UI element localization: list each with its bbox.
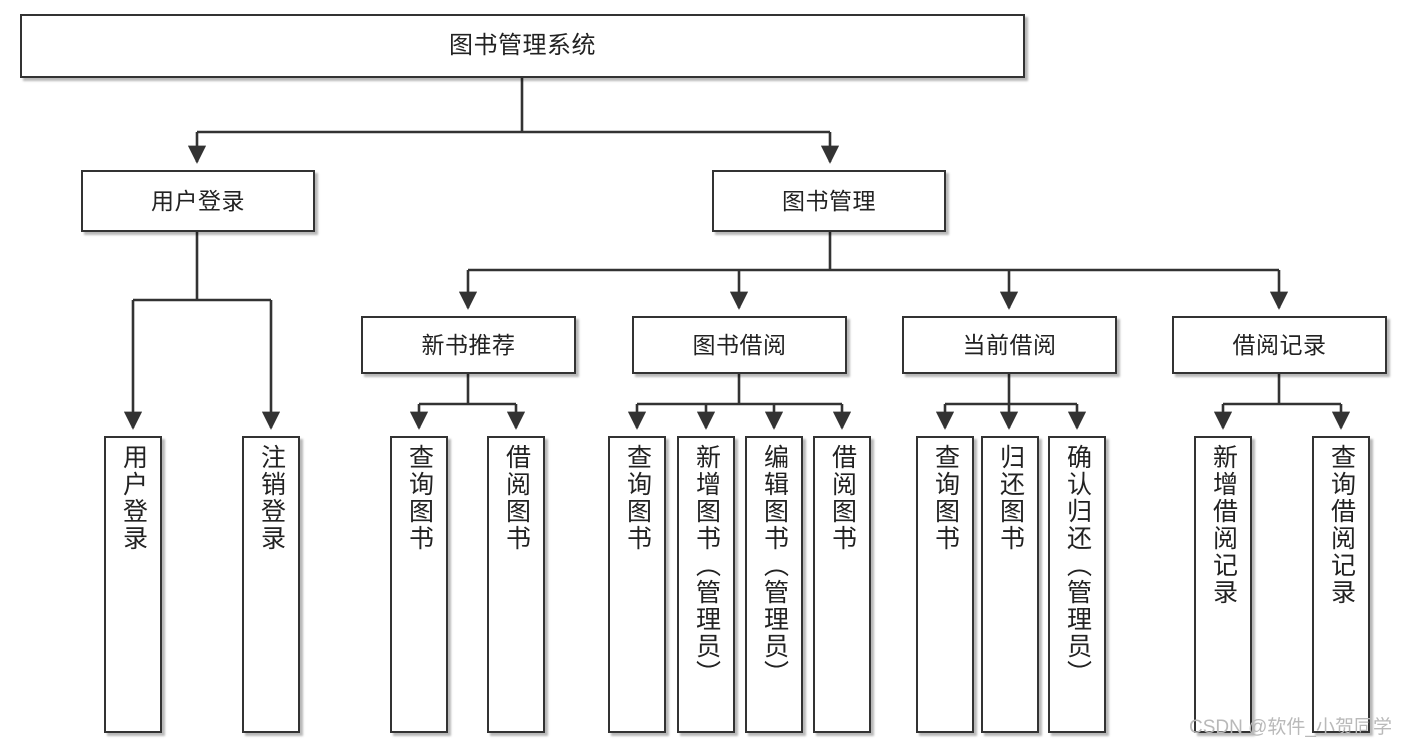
leaf-user-login-label: 用户登录 — [119, 444, 148, 552]
leaf-return-book-label: 归还图书 — [996, 444, 1025, 552]
leaf-confirm-return[interactable]: 确认归还（管理员） — [1048, 436, 1106, 733]
node-current-borrow-label: 当前借阅 — [962, 331, 1057, 358]
node-user-login-label: 用户登录 — [151, 187, 245, 214]
leaf-edit-book-label: 编辑图书（管理员） — [760, 444, 789, 687]
leaf-query-book-3-label: 查询图书 — [931, 444, 960, 552]
leaf-query-record[interactable]: 查询借阅记录 — [1312, 436, 1370, 733]
node-book-manage-label: 图书管理 — [782, 187, 876, 214]
node-root-label: 图书管理系统 — [449, 32, 596, 60]
leaf-logout[interactable]: 注销登录 — [242, 436, 300, 733]
leaf-edit-book[interactable]: 编辑图书（管理员） — [745, 436, 803, 733]
leaf-query-book-1-label: 查询图书 — [405, 444, 434, 552]
node-book-borrow-label: 图书借阅 — [692, 331, 787, 358]
leaf-add-book-label: 新增图书（管理员） — [692, 444, 721, 687]
watermark: CSDN @软件_小贺同学 — [1189, 717, 1392, 738]
node-book-borrow[interactable]: 图书借阅 — [632, 316, 847, 374]
leaf-logout-label: 注销登录 — [257, 444, 286, 552]
leaf-query-record-label: 查询借阅记录 — [1327, 444, 1356, 606]
node-new-book-recommend-label: 新书推荐 — [421, 331, 516, 358]
leaf-query-book-3[interactable]: 查询图书 — [916, 436, 974, 733]
leaf-borrow-book-1-label: 借阅图书 — [502, 444, 531, 552]
node-new-book-recommend[interactable]: 新书推荐 — [361, 316, 576, 374]
node-borrow-record-label: 借阅记录 — [1232, 331, 1327, 358]
leaf-borrow-book-2-label: 借阅图书 — [828, 444, 857, 552]
leaf-borrow-book-2[interactable]: 借阅图书 — [813, 436, 871, 733]
node-current-borrow[interactable]: 当前借阅 — [902, 316, 1117, 374]
node-root[interactable]: 图书管理系统 — [20, 14, 1025, 78]
leaf-confirm-return-label: 确认归还（管理员） — [1063, 444, 1092, 687]
leaf-query-book-2-label: 查询图书 — [623, 444, 652, 552]
node-borrow-record[interactable]: 借阅记录 — [1172, 316, 1387, 374]
leaf-add-record-label: 新增借阅记录 — [1209, 444, 1238, 606]
leaf-add-book[interactable]: 新增图书（管理员） — [677, 436, 735, 733]
node-user-login[interactable]: 用户登录 — [81, 170, 315, 232]
leaf-borrow-book-1[interactable]: 借阅图书 — [487, 436, 545, 733]
leaf-return-book[interactable]: 归还图书 — [981, 436, 1039, 733]
node-book-manage[interactable]: 图书管理 — [712, 170, 946, 232]
leaf-query-book-2[interactable]: 查询图书 — [608, 436, 666, 733]
leaf-add-record[interactable]: 新增借阅记录 — [1194, 436, 1252, 733]
leaf-user-login[interactable]: 用户登录 — [104, 436, 162, 733]
leaf-query-book-1[interactable]: 查询图书 — [390, 436, 448, 733]
